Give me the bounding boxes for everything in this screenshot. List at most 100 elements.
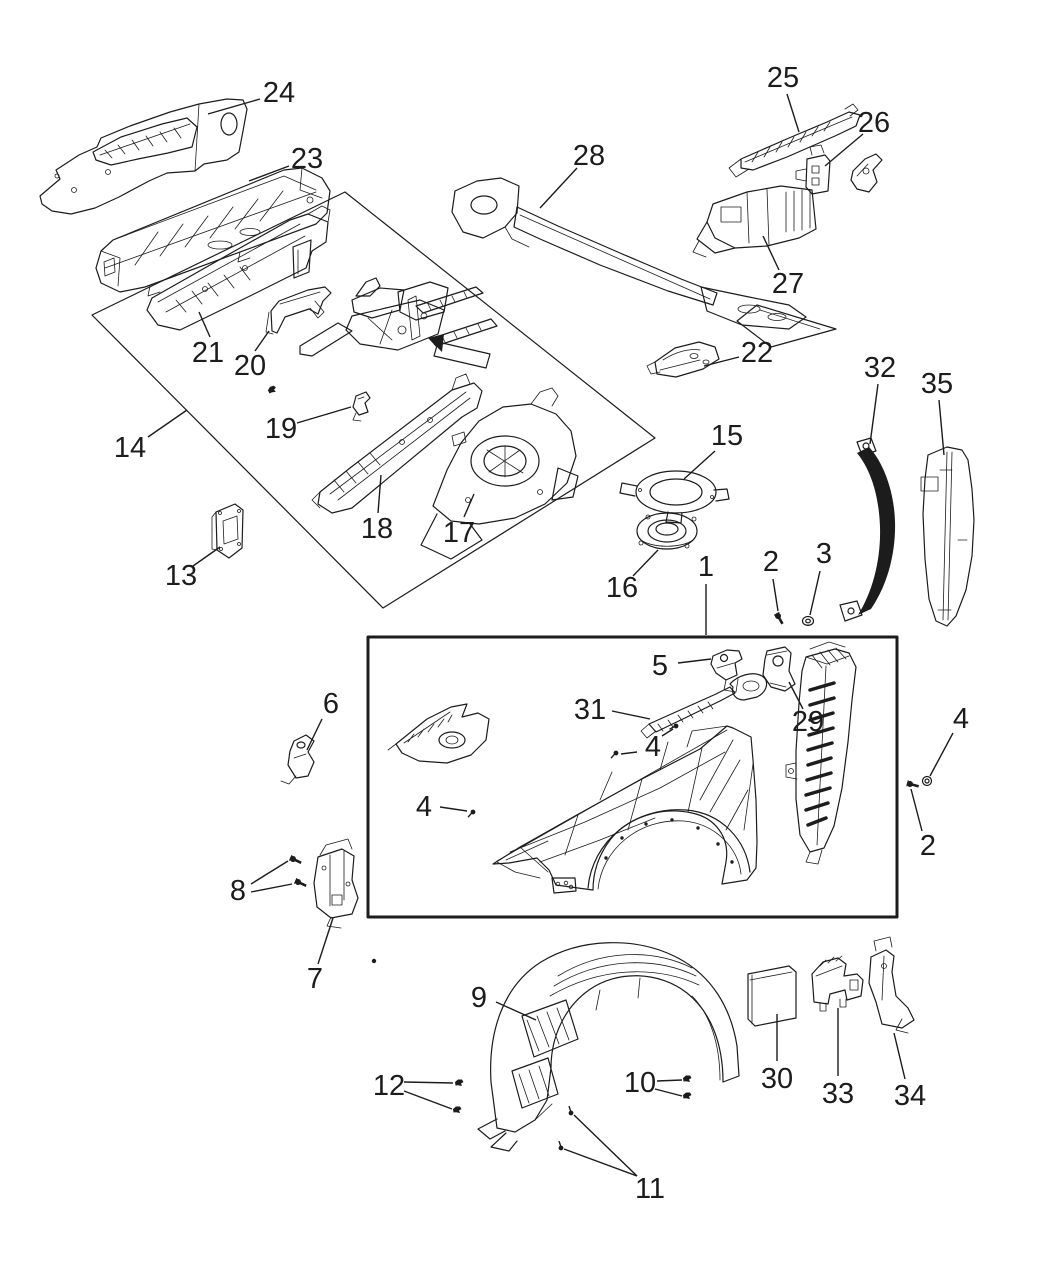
part-1-fender (492, 725, 758, 894)
callout-label-5: 5 (652, 650, 668, 682)
leader-line-29 (788, 681, 804, 710)
callout-label-29: 29 (792, 706, 824, 738)
leader-line-13 (192, 546, 221, 567)
leader-line-12 (403, 1081, 454, 1084)
push-fastener (467, 809, 476, 818)
callout-label-17: 17 (443, 517, 475, 549)
callout-label-16: 16 (606, 572, 638, 604)
callout-label-6: 6 (323, 688, 339, 720)
callout-label-9: 9 (471, 982, 487, 1014)
part-15-seal-ring (619, 470, 730, 524)
part-20-bracket (265, 286, 332, 335)
part-1-assembly-box (366, 635, 899, 919)
part-17-wheelhouse (420, 387, 579, 560)
callout-label-24: 24 (263, 77, 295, 109)
part-6-bracket (280, 734, 315, 785)
callout-label-26: 26 (858, 107, 890, 139)
part-26-bracket-right (850, 153, 883, 193)
callout-label-18: 18 (361, 513, 393, 545)
part-28-cowl-panel (451, 177, 837, 348)
screw-fastener (294, 878, 307, 887)
push-fastener (610, 750, 619, 759)
callout-label-1: 1 (698, 551, 714, 583)
center-assembly (299, 277, 498, 369)
leader-line-8 (250, 860, 289, 885)
callout-label-34: 34 (894, 1080, 926, 1112)
part-16-cap (636, 512, 698, 550)
part-7-bracket (313, 838, 359, 929)
screw-fastener (773, 611, 784, 625)
callout-label-7: 7 (307, 963, 323, 995)
leader-line-23 (248, 165, 290, 182)
part-13-plate (211, 503, 244, 559)
leader-line-35 (938, 399, 945, 456)
callout-label-4: 4 (953, 703, 969, 735)
leader-line-27 (762, 235, 780, 271)
callout-label-21: 21 (192, 337, 224, 369)
leader-line-2 (910, 788, 923, 832)
leader-line-4 (620, 751, 638, 755)
clip-fastener (267, 385, 276, 394)
fender-insulator (785, 641, 857, 865)
leader-line-32 (869, 383, 879, 445)
callout-label-23: 23 (291, 143, 323, 175)
leader-line-7 (317, 917, 334, 965)
leader-line-12 (403, 1090, 453, 1110)
nut-fastener (801, 615, 815, 627)
leader-line-15 (683, 450, 716, 480)
callout-label-27: 27 (772, 268, 804, 300)
part-33-bracket (811, 955, 864, 1012)
leader-line-16 (632, 549, 659, 577)
leader-line-24 (207, 98, 261, 115)
push-fastener (669, 723, 679, 730)
leader-line-11 (563, 1148, 638, 1177)
callout-label-3: 3 (816, 538, 832, 570)
callout-label-11: 11 (635, 1173, 665, 1205)
leader-line-18 (377, 474, 382, 514)
part-30-pad (747, 965, 797, 1027)
leader-line-9 (495, 1001, 537, 1021)
fender-blade-piece (387, 703, 490, 764)
leader-line-2 (772, 578, 779, 612)
leader-line-4 (439, 806, 468, 812)
part-29-bracket (762, 646, 796, 692)
dot-fastener (371, 958, 377, 964)
leader-line-11 (573, 1114, 638, 1177)
part-23-crossmember (95, 167, 331, 297)
callout-label-22: 22 (741, 337, 773, 369)
screw-fastener (906, 780, 920, 788)
callout-label-14: 14 (114, 432, 146, 464)
leader-line-6 (306, 718, 323, 751)
callout-label-2: 2 (763, 546, 779, 578)
callout-label-28: 28 (573, 140, 605, 172)
clip-fastener (453, 1106, 462, 1113)
leader-line-8 (250, 883, 293, 893)
callout-label-10: 10 (624, 1067, 656, 1099)
callout-label-25: 25 (767, 62, 799, 94)
part-24-closure-panel (39, 98, 248, 215)
part-27-duct-bracket (692, 185, 817, 258)
leader-line-19 (296, 406, 352, 424)
leader-line-10 (656, 1079, 683, 1082)
leader-line-10 (654, 1088, 683, 1097)
part-31-rail-strip (640, 673, 768, 739)
clip-fastener (683, 1075, 692, 1082)
callout-label-31: 31 (574, 694, 606, 726)
leader-line-3 (809, 570, 821, 616)
callout-label-19: 19 (265, 413, 297, 445)
part-9-wheel-liner (477, 942, 740, 1152)
callout-label-13: 13 (165, 560, 197, 592)
callout-label-30: 30 (761, 1063, 793, 1095)
part-14-floor-plate (91, 191, 656, 609)
part-21-rail-upper (146, 205, 331, 331)
callout-label-32: 32 (864, 352, 896, 384)
callout-label-4: 4 (645, 731, 661, 763)
part-5-bracket (710, 649, 743, 693)
callout-label-12: 12 (373, 1070, 405, 1102)
clip-fastener (455, 1079, 464, 1086)
leader-line-4 (661, 728, 674, 737)
leader-line-25 (786, 93, 800, 133)
push-fastener (558, 1140, 564, 1151)
